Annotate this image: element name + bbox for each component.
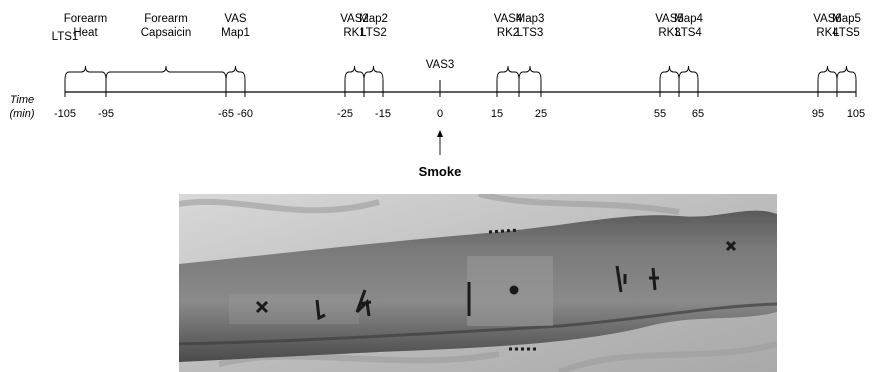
- tick-label: 0: [437, 108, 443, 120]
- tick-label: -60: [237, 108, 253, 120]
- tick-label: 15: [491, 108, 503, 120]
- event-bracket-forearm-heat: [65, 66, 106, 80]
- timeline: Time (min) -105 -95 -65-60 -25 -15 0 15 25 55 65 95 1…: [9, 13, 865, 179]
- event-label-map3-lts3: Map3: [516, 13, 545, 25]
- smoke-label: Smoke: [419, 164, 462, 179]
- event-label-forearm-heat: Heat: [73, 27, 98, 39]
- event-label-vas-map1: VAS: [224, 13, 246, 25]
- tick-label: 55: [654, 108, 666, 120]
- tick-label: -105: [54, 108, 76, 120]
- event-label-map4-lts4: Map4: [674, 13, 703, 25]
- forearm-photo: [179, 194, 777, 372]
- event-bracket-map5-lts5: [837, 66, 856, 80]
- tick-label: -95: [98, 108, 114, 120]
- event-label-forearm-heat: Forearm: [64, 13, 107, 25]
- event-label-map4-lts4: LTS4: [675, 27, 702, 39]
- event-bracket-forearm-capsaicin: [106, 66, 226, 80]
- test-site-strip: [229, 294, 359, 324]
- event-bracket-vas6-rk4: [818, 66, 837, 80]
- tick-label: 95: [812, 108, 824, 120]
- axis-title-time: Time: [10, 94, 34, 106]
- event-label-vas3: VAS3: [426, 59, 455, 71]
- event-label-forearm-capsaicin: Forearm: [144, 13, 187, 25]
- axis-title-unit: (min): [9, 108, 34, 120]
- tick-label: -15: [375, 108, 391, 120]
- smoke-arrow-head: [437, 130, 443, 137]
- event-label-map2-lts2: Map2: [359, 13, 388, 25]
- event-label-map2-lts2: LTS2: [360, 27, 387, 39]
- tick-label: 25: [535, 108, 547, 120]
- event-bracket-map4-lts4: [679, 66, 698, 80]
- tick-label: -65: [218, 108, 234, 120]
- event-label-forearm-capsaicin: Capsaicin: [141, 27, 192, 39]
- tick-label: 65: [692, 108, 704, 120]
- event-label-map3-lts3: LTS3: [517, 27, 544, 39]
- event-bracket-map2-lts2: [364, 66, 383, 80]
- event-bracket-map3-lts3: [519, 66, 541, 80]
- event-bracket-vas-map1: [226, 66, 245, 80]
- tick-label: 105: [847, 108, 865, 120]
- event-bracket-vas4-rk2: [497, 66, 519, 80]
- event-label-map5-lts5: Map5: [832, 13, 861, 25]
- event-bracket-vas5-rk3: [660, 66, 679, 80]
- event-label-map5-lts5: LTS5: [833, 27, 860, 39]
- event-label-vas-map1: Map1: [221, 27, 250, 39]
- tick-label: -25: [337, 108, 353, 120]
- event-bracket-vas2-rk1: [345, 66, 364, 80]
